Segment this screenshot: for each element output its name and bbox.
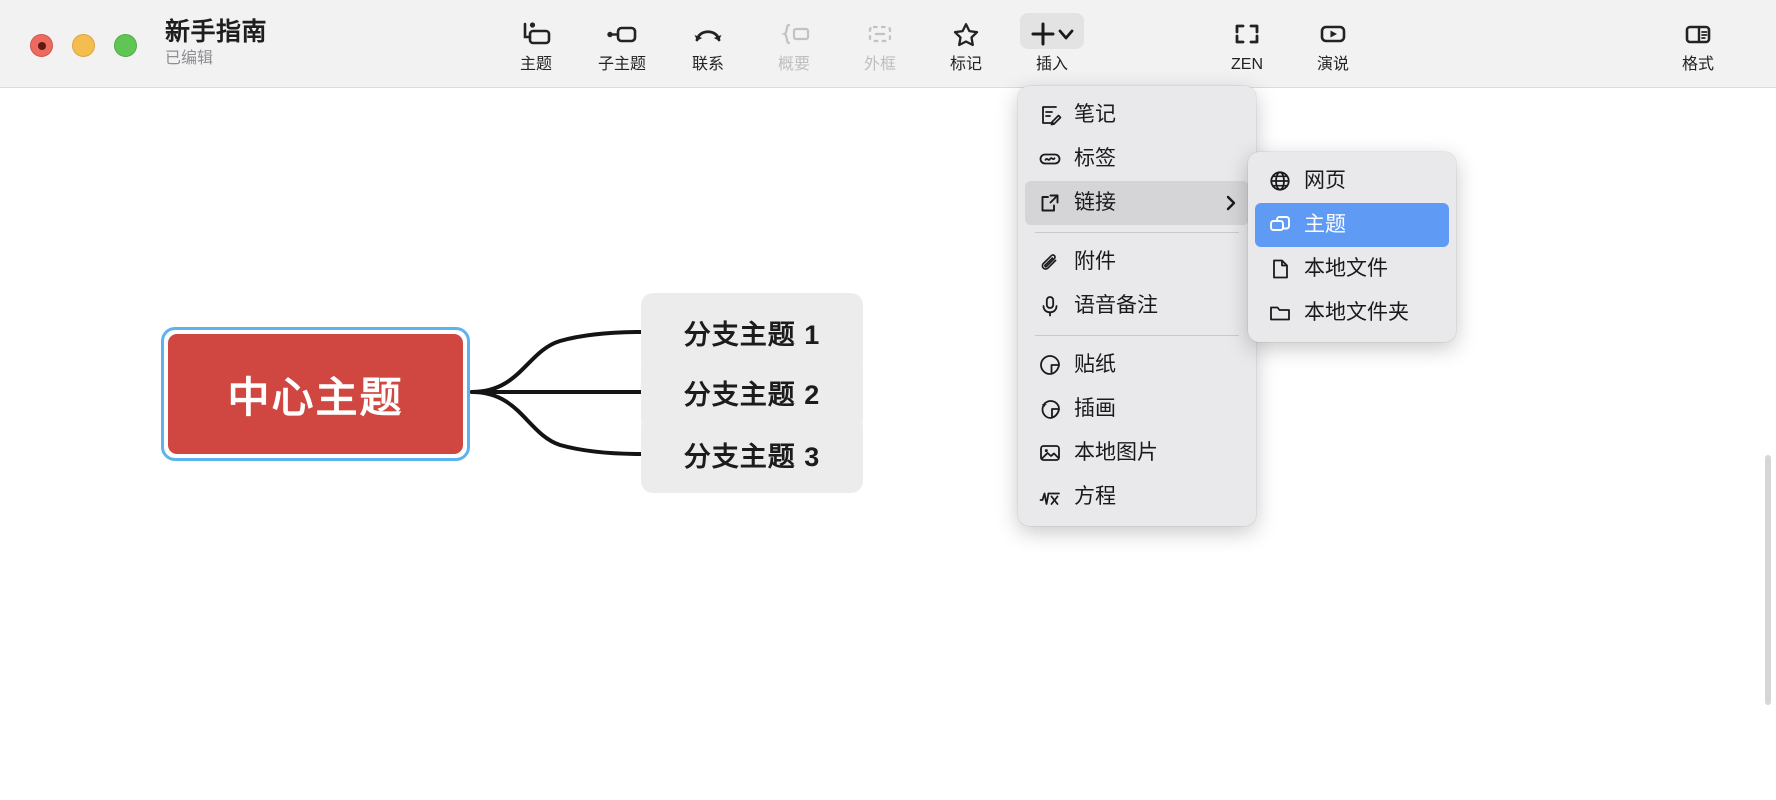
toolbar-right-group: ZEN 演说	[1204, 8, 1376, 80]
toolbar-marker-label: 标记	[949, 56, 982, 73]
app-toolbar: 新手指南 已编辑 主题 子主题	[0, 0, 1776, 88]
link-external-icon	[1035, 191, 1065, 215]
document-title-block[interactable]: 新手指南 已编辑	[165, 17, 267, 70]
fullscreen-brackets-icon	[1230, 17, 1264, 51]
menu-item-link[interactable]: 链接	[1025, 181, 1249, 225]
toolbar-zen[interactable]: ZEN	[1204, 8, 1290, 80]
menu-item-attachment[interactable]: 附件	[1025, 240, 1249, 284]
submenu-item-webpage[interactable]: 网页	[1255, 159, 1449, 203]
minimize-button[interactable]	[72, 34, 95, 57]
submenu-item-topic-label: 主题	[1304, 213, 1346, 236]
central-topic-fill: 中心主题	[168, 334, 463, 454]
toolbar-summary-label: 概要	[777, 56, 810, 73]
toolbar-format-label: 格式	[1681, 56, 1714, 73]
marker-star-icon	[949, 17, 983, 51]
illustration-icon	[1035, 397, 1065, 421]
toolbar-insert[interactable]: 插入	[1009, 8, 1095, 80]
branch-topic-label-1: 分支主题 1	[683, 319, 821, 350]
subtopic-icon	[605, 17, 639, 51]
menu-item-link-label: 链接	[1074, 191, 1116, 214]
toolbar-zen-label: ZEN	[1231, 56, 1263, 73]
menu-item-sticker[interactable]: 贴纸	[1025, 343, 1249, 387]
menu-item-equation[interactable]: 方程	[1025, 475, 1249, 519]
menu-item-sticker-label: 贴纸	[1074, 353, 1116, 376]
menu-item-attachment-label: 附件	[1074, 250, 1116, 273]
toolbar-format-group: 格式	[1655, 8, 1741, 80]
relationship-icon	[691, 17, 725, 51]
menu-item-equation-label: 方程	[1074, 485, 1116, 508]
toolbar-relationship-label: 联系	[691, 56, 724, 73]
document-title: 新手指南	[165, 18, 268, 46]
vertical-scrollbar[interactable]	[1765, 455, 1771, 705]
presentation-play-icon	[1316, 17, 1350, 51]
microphone-icon	[1035, 294, 1065, 318]
menu-separator-1	[1035, 232, 1239, 233]
toolbar-insert-label: 插入	[1035, 56, 1068, 73]
note-icon	[1035, 103, 1065, 127]
menu-item-local-image-label: 本地图片	[1074, 441, 1158, 464]
summary-icon	[777, 17, 811, 51]
menu-item-note[interactable]: 笔记	[1025, 93, 1249, 137]
branch-topic-label-3: 分支主题 3	[683, 441, 821, 472]
close-button[interactable]	[30, 34, 53, 57]
toolbar-topic[interactable]: 主题	[493, 8, 579, 80]
insert-dropdown-menu: 笔记 标签 链接	[1018, 86, 1256, 526]
plus-chevron-icon	[1024, 17, 1080, 51]
toolbar-presentation-label: 演说	[1316, 56, 1349, 73]
menu-item-audio-note-label: 语音备注	[1074, 294, 1158, 317]
window-traffic-lights	[30, 34, 137, 57]
tag-icon	[1035, 147, 1065, 171]
menu-item-audio-note[interactable]: 语音备注	[1025, 284, 1249, 328]
toolbar-subtopic-label: 子主题	[597, 56, 646, 73]
toolbar-subtopic[interactable]: 子主题	[579, 8, 665, 80]
toolbar-format[interactable]: 格式	[1655, 8, 1741, 80]
chevron-right-icon	[1223, 193, 1239, 213]
submenu-item-local-folder[interactable]: 本地文件夹	[1255, 291, 1449, 335]
paperclip-icon	[1035, 250, 1065, 274]
menu-item-illustration[interactable]: 插画	[1025, 387, 1249, 431]
toolbar-summary[interactable]: 概要	[751, 8, 837, 80]
menu-item-tag-label: 标签	[1074, 147, 1116, 170]
submenu-item-local-file[interactable]: 本地文件	[1255, 247, 1449, 291]
submenu-item-webpage-label: 网页	[1304, 169, 1346, 192]
submenu-item-local-file-label: 本地文件	[1304, 257, 1388, 280]
toolbar-presentation[interactable]: 演说	[1290, 8, 1376, 80]
topic-link-icon	[1265, 213, 1295, 237]
toolbar-boundary-label: 外框	[863, 56, 896, 73]
central-topic-label: 中心主题	[227, 373, 404, 421]
maximize-button[interactable]	[114, 34, 137, 57]
mindmap-canvas[interactable]: 中心主题 分支主题 1 分支主题 2 分支主题 3	[0, 89, 1776, 800]
menu-item-illustration-label: 插画	[1074, 397, 1116, 420]
format-panel-icon	[1681, 17, 1715, 51]
toolbar-topic-label: 主题	[519, 56, 552, 73]
file-icon	[1265, 257, 1295, 281]
document-edit-status: 已编辑	[165, 50, 214, 67]
toolbar-marker[interactable]: 标记	[923, 8, 1009, 80]
menu-item-local-image[interactable]: 本地图片	[1025, 431, 1249, 475]
link-submenu: 网页 主题 本地文件 本地文件夹	[1248, 152, 1456, 342]
menu-item-note-label: 笔记	[1074, 103, 1116, 126]
mindmap-branch-lines	[470, 330, 643, 456]
globe-icon	[1265, 169, 1295, 193]
toolbar-relationship[interactable]: 联系	[665, 8, 751, 80]
toolbar-boundary[interactable]: 外框	[837, 8, 923, 80]
menu-separator-2	[1035, 335, 1239, 336]
boundary-icon	[863, 17, 897, 51]
equation-icon	[1035, 485, 1065, 509]
branch-topic-label-2: 分支主题 2	[683, 379, 821, 410]
submenu-item-local-folder-label: 本地文件夹	[1304, 301, 1409, 324]
submenu-item-topic[interactable]: 主题	[1255, 203, 1449, 247]
central-topic-node[interactable]: 中心主题	[161, 327, 470, 461]
image-icon	[1035, 441, 1065, 465]
topic-icon	[519, 17, 553, 51]
toolbar-center-group: 主题 子主题 联系	[493, 8, 1095, 80]
folder-icon	[1265, 301, 1295, 325]
sticker-icon	[1035, 353, 1065, 377]
branch-topic-node-3[interactable]: 分支主题 3	[641, 415, 863, 493]
menu-item-tag[interactable]: 标签	[1025, 137, 1249, 181]
